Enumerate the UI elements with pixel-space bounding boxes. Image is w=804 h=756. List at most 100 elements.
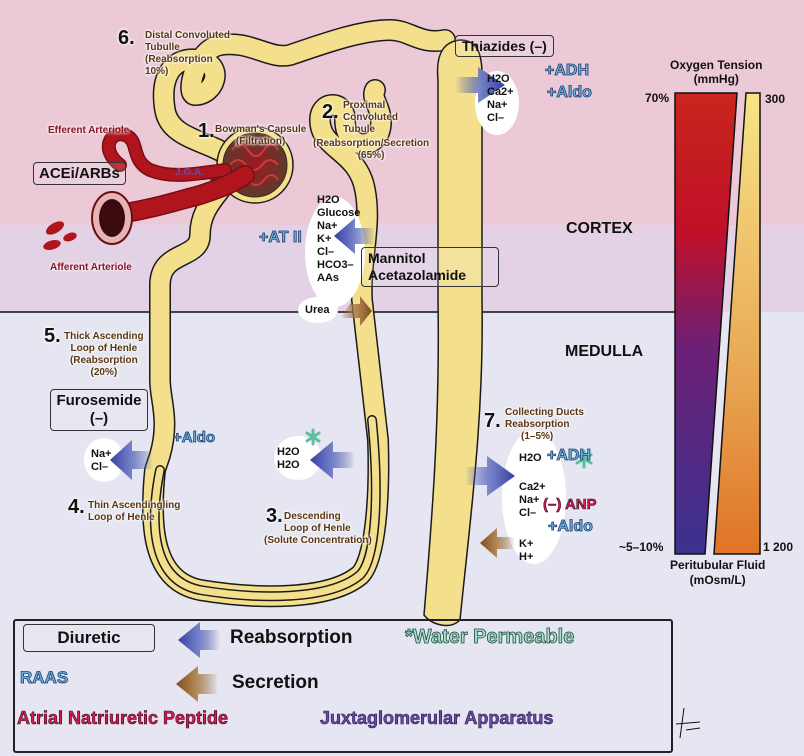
segment-label-dct: Distal Convoluted Tubulle (Reabsorption … xyxy=(145,30,230,78)
ion: Na+ xyxy=(91,448,112,460)
acetazolamide-label: Acetazolamide xyxy=(368,267,467,283)
segment-number-1: 1. xyxy=(198,120,215,142)
thin-title-2: Loop of Henle xyxy=(88,512,155,523)
ion: Cl– xyxy=(91,461,109,473)
segment-number-5: 5. xyxy=(44,325,61,347)
mannitol-acetazolamide-box: Mannitol Acetazolamide xyxy=(361,247,499,287)
pct-reabsorption-arrow xyxy=(334,218,375,254)
cortex-lower-region xyxy=(0,225,804,312)
furosemide-label: Furosemide xyxy=(56,392,142,409)
legend-raas-label: RAAS xyxy=(20,668,69,688)
thin-title-1: Thin Ascendingling xyxy=(88,500,181,511)
ion: Ca2+ xyxy=(487,86,514,98)
dct-title-2: Tubulle xyxy=(145,42,180,53)
ion: Cl– xyxy=(519,507,537,519)
segment-label-collecting: Collecting Ducts Reabsorption (1–5%) xyxy=(505,407,584,443)
thick-detail-1: (Reabsorption xyxy=(69,355,138,366)
ion: HCO3– xyxy=(317,259,354,271)
cd-anp-label: (–) ANP xyxy=(543,496,597,514)
ion: Na+ xyxy=(519,494,540,506)
ion: H2O xyxy=(277,459,300,471)
segment-label-thin-ascending: Thin Ascendingling Loop of Henle xyxy=(88,500,180,524)
ion: Glucose xyxy=(317,207,361,219)
ion: Cl– xyxy=(317,246,335,258)
thick-title-1: Thick Ascending xyxy=(64,331,144,342)
segment-number-2: 2. xyxy=(322,101,339,123)
legend-reabsorption-label: Reabsorption xyxy=(230,627,353,648)
legend xyxy=(13,619,673,753)
urea-arrow xyxy=(340,296,372,326)
ion: H2O xyxy=(487,73,510,85)
cd-adh-label: +ADH xyxy=(547,447,592,465)
collecting-duct xyxy=(423,39,483,627)
cd-detail: (1–5%) xyxy=(521,431,554,442)
furosemide-box: Furosemide (–) xyxy=(50,389,148,431)
cd-h2o-label: H2O xyxy=(519,452,542,464)
segment-number-6: 6. xyxy=(118,27,135,49)
segment-label-descending-title: Descending Loop of Henle xyxy=(284,511,351,535)
jga-label: J.G.A. xyxy=(175,167,204,178)
pct-ion-list: H2O Glucose Na+ K+ Cl– HCO3– AAs xyxy=(317,194,360,285)
segment-label-thick-ascending: Thick Ascending Loop of Henle (Reabsorpt… xyxy=(64,331,144,379)
oxygen-bottom-value: ~5–10% xyxy=(619,540,664,554)
cd-title-2: Reabsorption xyxy=(505,419,570,430)
thick-ascending-ion-list: Na+ Cl– xyxy=(91,448,112,474)
peritubular-fluid-title: Peritubular Fluid (mOsm/L) xyxy=(670,558,765,588)
loop-aldo-label: +Aldo xyxy=(173,429,216,447)
legend-water-permeable-label: *Water Permeable xyxy=(405,626,575,649)
desc-title-2: Loop of Henle xyxy=(284,523,351,534)
segment-number-4: 4. xyxy=(68,496,85,518)
legend-jga-label: Juxtaglomerular Apparatus xyxy=(320,708,554,729)
legend-diuretic-box: Diuretic xyxy=(23,624,155,652)
legend-anp-label: Atrial Natriuretic Peptide xyxy=(17,708,229,729)
ion: H+ xyxy=(519,551,534,563)
dct-reabsorption-arrow xyxy=(455,67,505,103)
descending-ion-list: H2O H2O xyxy=(277,446,300,472)
dct-aldo-label: +Aldo xyxy=(547,84,593,102)
dct-detail-1: (Reabsorption xyxy=(145,54,213,65)
oxygen-top-value: 70% xyxy=(645,91,670,105)
pct-detail-1: (Reabsorption/Secretion xyxy=(313,138,430,149)
osmolality-bar xyxy=(713,92,761,555)
descending-reabsorption-arrow xyxy=(310,441,355,479)
ion: Na+ xyxy=(487,99,508,111)
oxygen-title-text: Oxygen Tension xyxy=(670,58,763,72)
medulla-region xyxy=(0,312,804,756)
tubule xyxy=(141,19,456,608)
cd-aldo-label: +Aldo xyxy=(548,518,594,536)
cd-title-1: Collecting Ducts xyxy=(505,407,584,418)
ion: Cl– xyxy=(487,112,505,124)
ion: H2O xyxy=(317,194,340,206)
reabsorption-arrows xyxy=(110,67,515,496)
desc-title-1: Descending xyxy=(284,511,341,522)
legend-secretion-arrow xyxy=(176,666,218,702)
pct-title-1: Proximal xyxy=(343,100,386,111)
ion: H2O xyxy=(277,446,300,458)
pct-detail-2: (65%) xyxy=(357,150,385,161)
bowmans-detail: (Filtration) xyxy=(235,136,286,147)
dct-detail-2: 10%) xyxy=(145,66,169,77)
medulla-label: MEDULLA xyxy=(565,343,644,360)
ion: Ca2+ xyxy=(519,481,546,493)
pct-title-2: Convoluted xyxy=(343,112,398,123)
segment-number-7: 7. xyxy=(484,410,501,432)
segment-label-descending-detail: (Solute Concentration) xyxy=(264,535,372,546)
segment-label-pct-title: Proximal Convoluted Tubule xyxy=(343,100,398,136)
osm-top-value: 300 xyxy=(765,92,786,106)
thick-title-2: Loop of Henle xyxy=(70,343,138,354)
dct-adh-label: +ADH xyxy=(545,62,590,80)
segment-number-3: 3. xyxy=(266,505,283,527)
cortex-label: CORTEX xyxy=(566,220,633,237)
at2-label: +AT II xyxy=(259,229,303,247)
segment-label-bowmans: Bowman's Capsule (Filtration) xyxy=(215,124,306,148)
pct-title-3: Tubule xyxy=(343,124,376,135)
ion: K+ xyxy=(317,233,332,245)
artist-signature xyxy=(675,707,701,739)
acei-arbs-box: ACEi/ARBs xyxy=(33,162,126,185)
furosemide-sign: (–) xyxy=(89,410,109,427)
dct-ion-list: H2O Ca2+ Na+ Cl– xyxy=(487,73,514,125)
osm-unit-text: (mOsm/L) xyxy=(689,573,746,587)
dct-title-1: Distal Convoluted xyxy=(145,30,231,41)
thiazides-box: Thiazides (–) xyxy=(455,35,554,57)
